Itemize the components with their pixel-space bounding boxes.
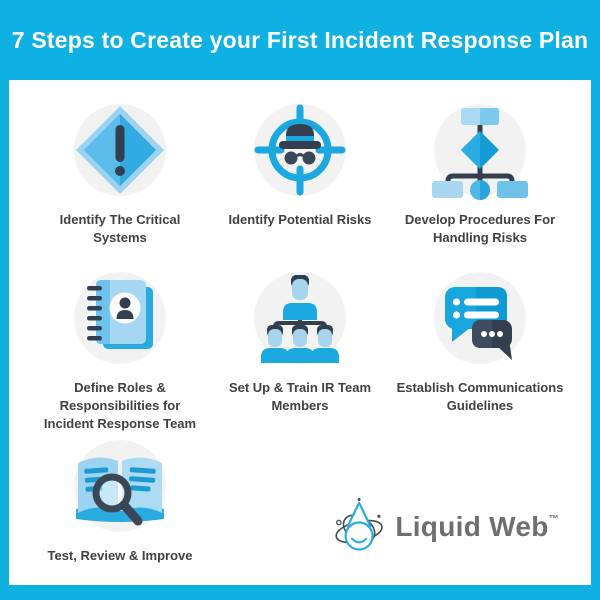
content-card: Identify The Critical Systems [9, 80, 591, 585]
step-2-identify-potential-risks: Identify Potential Risks [210, 95, 390, 263]
steps-grid: Identify The Critical Systems [30, 95, 570, 599]
book-magnifier-icon [74, 440, 166, 532]
alert-diamond-icon [74, 104, 166, 196]
step-label: Define Roles & Responsibilities for Inci… [43, 380, 197, 431]
step-label: Develop Procedures For Handling Risks [404, 212, 556, 245]
step-label: Identify Potential Risks [228, 212, 372, 227]
contact-book-icon [74, 272, 166, 364]
step-label: Establish Communications Guidelines [396, 380, 564, 413]
crosshair-spy-icon [254, 104, 346, 196]
page-title: 7 Steps to Create your First Incident Re… [11, 26, 589, 53]
liquid-web-logo: Liquid Web™ [333, 494, 559, 560]
trademark-symbol: ™ [548, 514, 559, 525]
logo-wordmark: Liquid Web™ [395, 511, 559, 542]
step-5-train-ir-team: Set Up & Train IR Team Members [210, 263, 390, 431]
step-label: Set Up & Train IR Team Members [228, 380, 372, 413]
step-6-communications-guidelines: Establish Communications Guidelines [390, 263, 570, 431]
step-7-test-review-improve: Test, Review & Improve [30, 431, 210, 599]
team-org-chart-icon [254, 272, 346, 364]
step-4-define-roles: Define Roles & Responsibilities for Inci… [30, 263, 210, 431]
flowchart-icon [432, 104, 528, 200]
step-label: Test, Review & Improve [47, 548, 193, 563]
liquid-web-drop-atom-icon [335, 498, 384, 551]
step-1-identify-critical-systems: Identify The Critical Systems [30, 95, 210, 263]
chat-bubbles-icon [434, 272, 526, 364]
step-label: Identify The Critical Systems [59, 212, 181, 245]
step-3-develop-procedures: Develop Procedures For Handling Risks [390, 95, 570, 263]
